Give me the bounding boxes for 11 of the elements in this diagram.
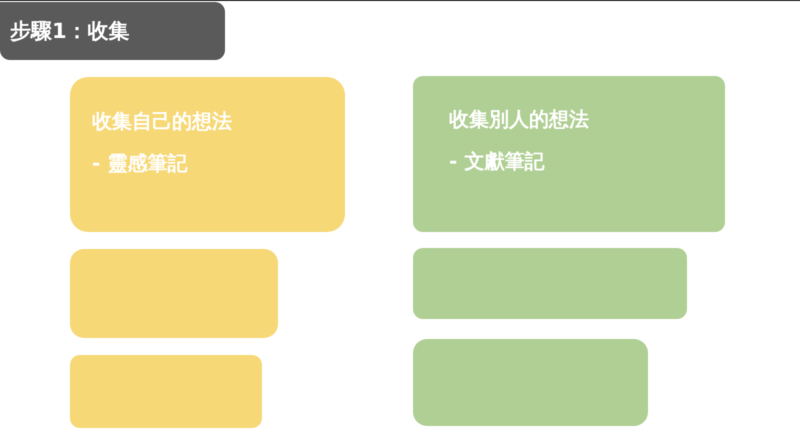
note-card — [413, 339, 648, 426]
title-banner: 步驟1：收集 — [0, 2, 225, 60]
card-heading: 收集別人的想法 — [449, 106, 589, 133]
card-subtext: - 靈感筆記 — [92, 150, 188, 177]
note-card — [70, 355, 262, 428]
note-card — [70, 77, 345, 232]
card-subtext: - 文獻筆記 — [449, 148, 544, 175]
card-heading: 收集自己的想法 — [92, 108, 232, 135]
note-card — [70, 249, 278, 338]
note-card — [413, 248, 687, 319]
note-card — [413, 76, 725, 232]
